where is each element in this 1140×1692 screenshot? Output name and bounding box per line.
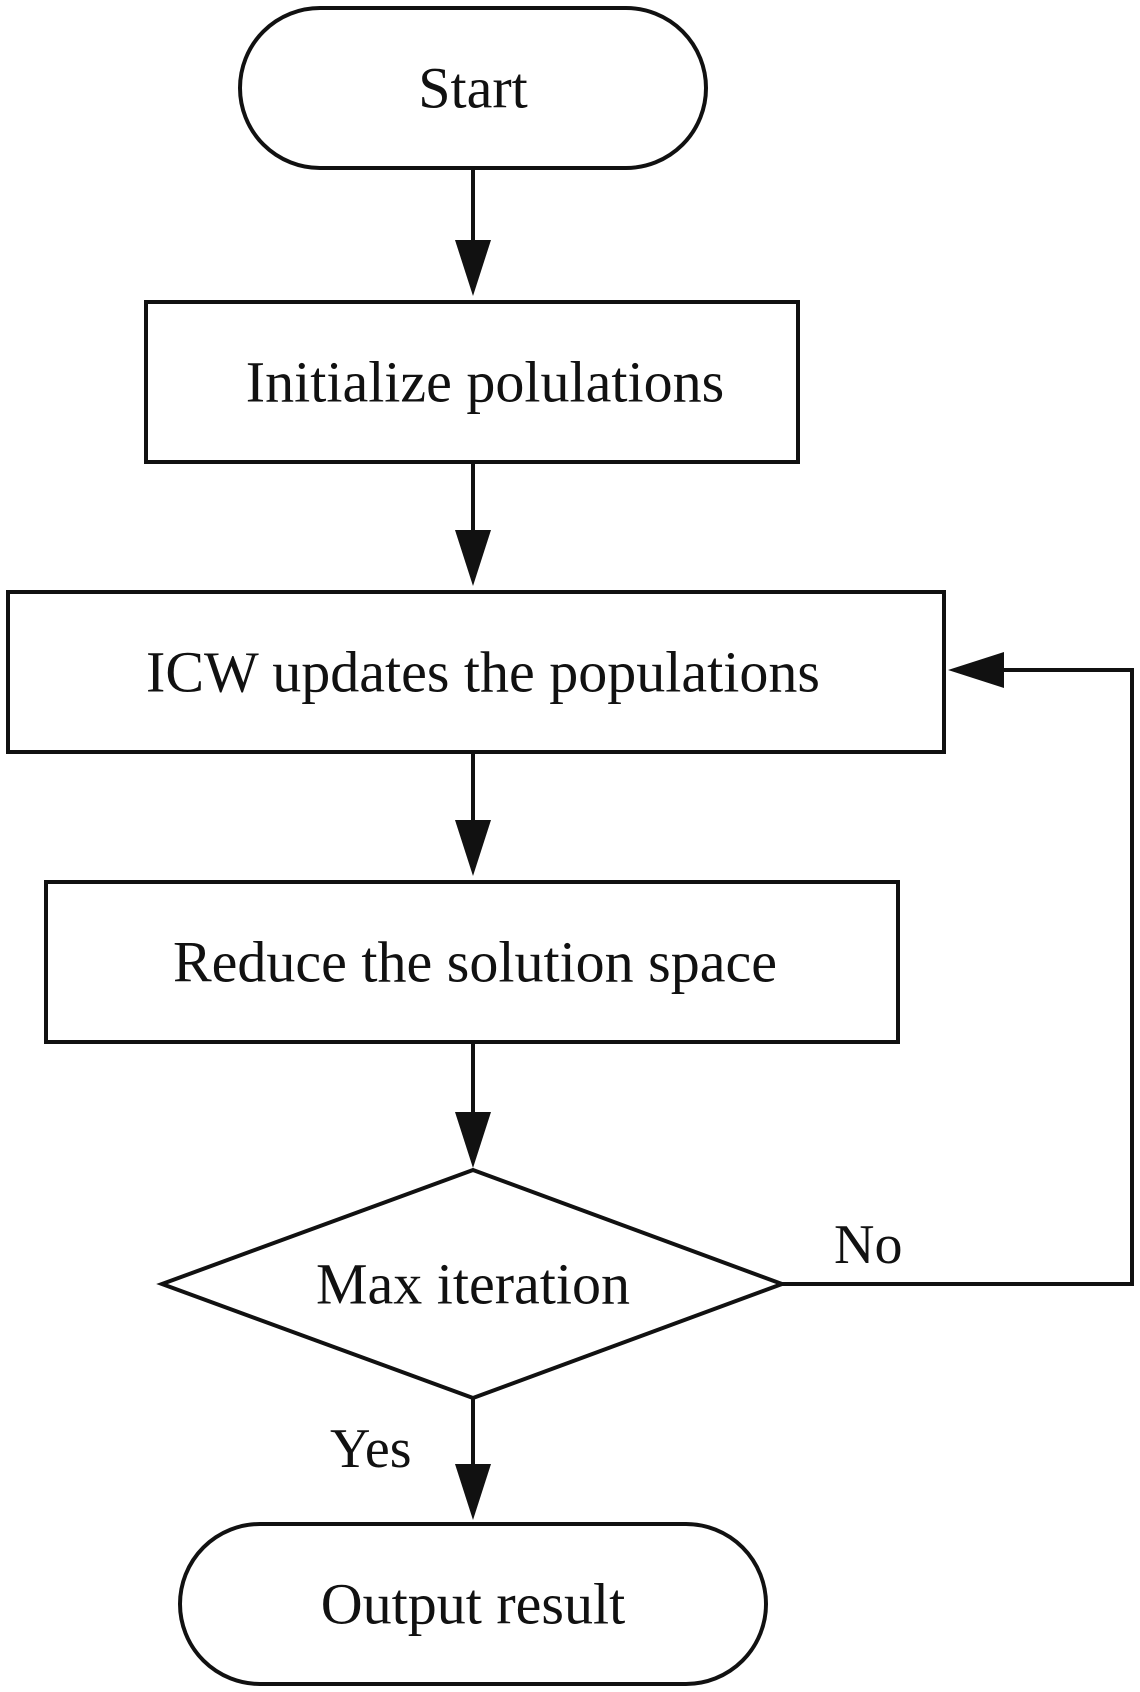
initialize-shape <box>144 300 800 464</box>
edge-start-to-initialize <box>455 168 491 296</box>
output-shape <box>178 1522 768 1686</box>
arrowhead-start-to-initialize <box>455 240 491 296</box>
start-label: Start <box>418 56 528 121</box>
initialize-label: Initialize polulations <box>246 350 724 415</box>
reduce-shape <box>44 880 900 1044</box>
edge-label-no: No <box>834 1214 902 1276</box>
reduce-label: Reduce the solution space <box>173 930 777 995</box>
arrowhead-update-to-reduce <box>455 820 491 876</box>
arrowhead-initialize-to-update <box>455 530 491 586</box>
update-node: ICW updates the populations <box>6 590 946 754</box>
initialize-node: Initialize polulations <box>144 300 800 464</box>
reduce-node: Reduce the solution space <box>44 880 900 1044</box>
edge-reduce-to-decision <box>455 1042 491 1168</box>
edge-initialize-to-update <box>455 462 491 586</box>
edge-decision-no-line <box>782 668 1134 1286</box>
edge-decision-yes: Yes <box>330 1398 491 1520</box>
output-node: Output result <box>178 1522 768 1686</box>
start-node: Start <box>238 6 708 170</box>
arrowhead-decision-yes <box>455 1464 491 1520</box>
decision-label: Max iteration <box>316 1252 630 1317</box>
edge-update-to-reduce <box>455 752 491 876</box>
edge-label-yes: Yes <box>330 1418 411 1480</box>
edge-decision-no: No <box>782 652 1134 1286</box>
arrowhead-reduce-to-decision <box>455 1112 491 1168</box>
update-label: ICW updates the populations <box>146 640 820 705</box>
arrowhead-decision-no <box>948 652 1004 688</box>
decision-node: Max iteration <box>156 1167 788 1401</box>
update-shape <box>6 590 946 754</box>
output-label: Output result <box>321 1572 625 1637</box>
